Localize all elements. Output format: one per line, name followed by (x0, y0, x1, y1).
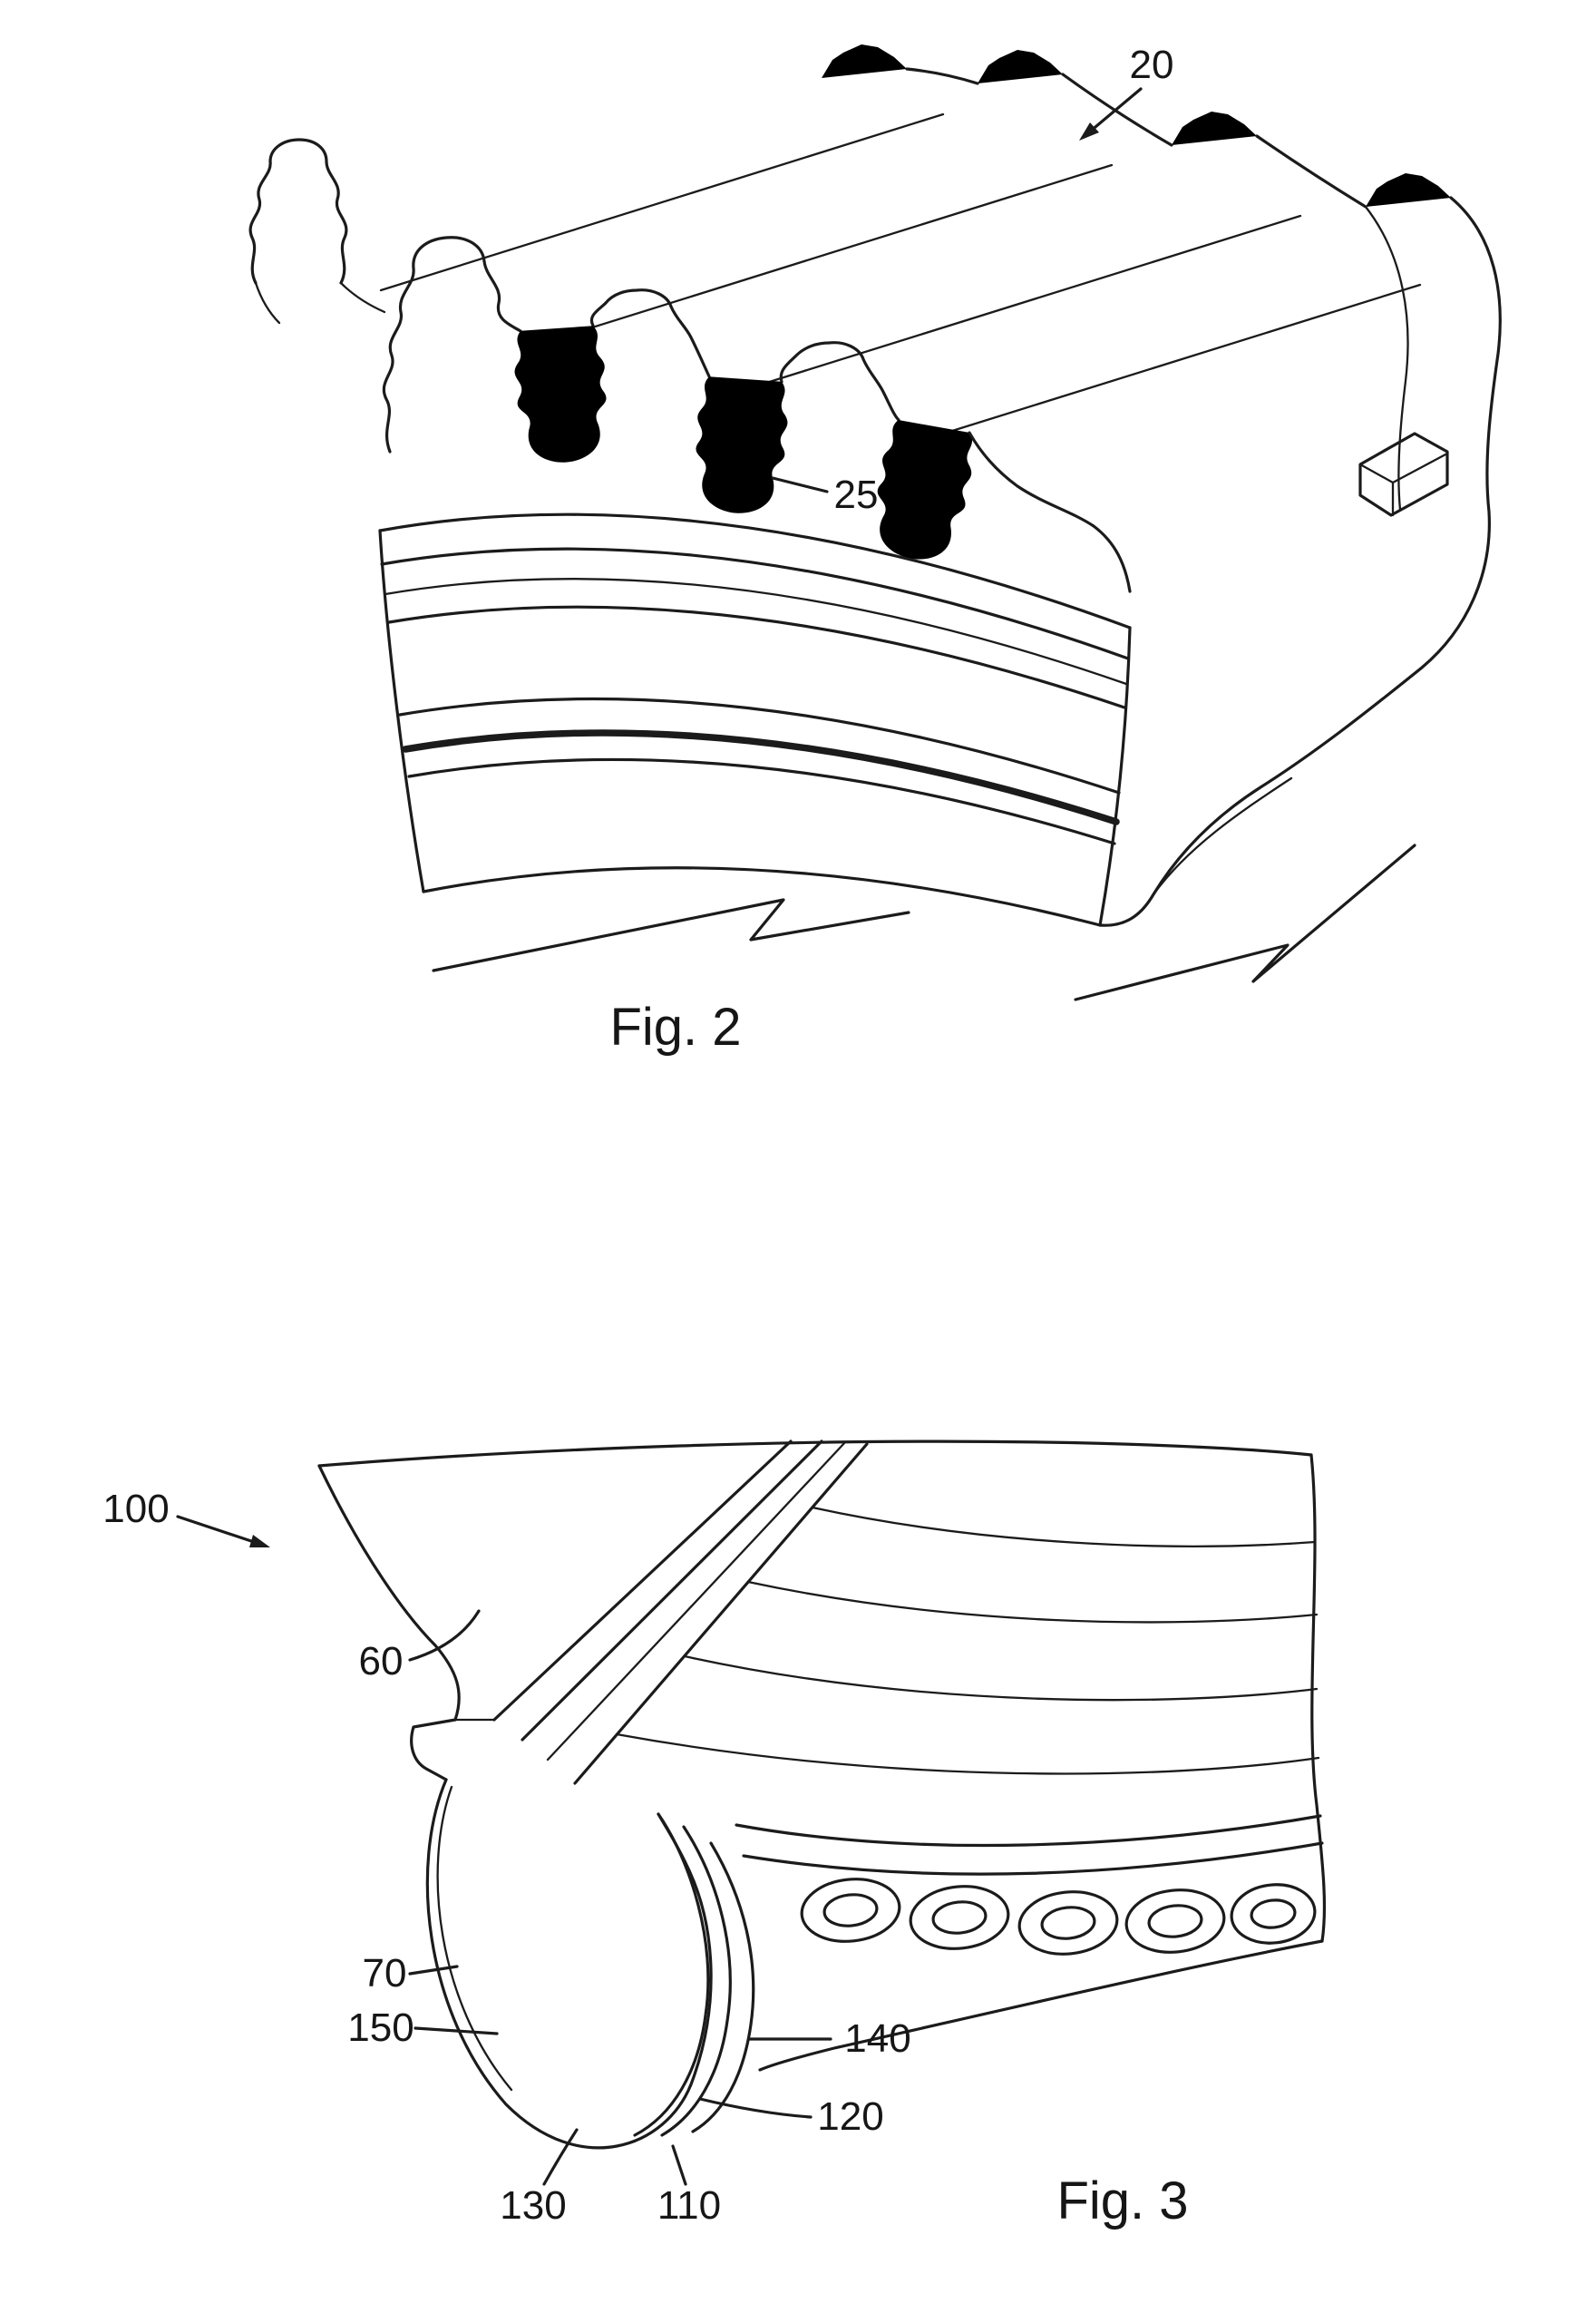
break-line (1074, 844, 1416, 1001)
side-face-outline (1098, 196, 1502, 927)
firtree-post-profile (248, 138, 348, 285)
side-tab (1358, 432, 1449, 517)
firtree-post-profile (779, 341, 900, 422)
oval-hole-outer (1017, 1890, 1119, 1956)
rim-right-edge (1098, 626, 1132, 927)
back-edge (905, 67, 979, 85)
platform-band-line (573, 1442, 869, 1785)
side-face-contour (1152, 776, 1293, 896)
oval-hole-inner (822, 1893, 879, 1927)
figure-3-annotations: 100 60 70 150 140 120 130 110 Fig. 3 (102, 1487, 1188, 2230)
ref-label-110: 110 (657, 2183, 721, 2228)
ref-label-150: 150 (347, 2005, 414, 2050)
rim-arc (387, 605, 1126, 709)
ref-label-25: 25 (834, 473, 879, 517)
slot-floor-line (379, 112, 945, 292)
platform-band-line (492, 1439, 793, 1722)
seal-layer-arc (633, 1812, 710, 2137)
leader-line-70 (408, 1965, 459, 1976)
broach-rail (609, 112, 1257, 321)
slot-floor-line (747, 214, 1302, 390)
oval-hole-outer (909, 1885, 1010, 1950)
oval-hole-inner (1040, 1906, 1096, 1940)
rim-bottom-edge (422, 866, 1102, 927)
arrowhead-100 (249, 1535, 270, 1547)
ref-label-20: 20 (1130, 43, 1174, 87)
leader-line-25 (771, 476, 829, 493)
rim-arc (378, 512, 1132, 629)
break-line (432, 898, 910, 972)
leader-line-60 (408, 1609, 481, 1662)
edge-line (254, 281, 281, 325)
top-edge (317, 1439, 1313, 1468)
figure-2-caption: Fig. 2 (609, 998, 741, 1057)
edge-line (339, 281, 386, 314)
leader-line-120 (698, 2097, 813, 2119)
oval-hole-outer (1230, 1883, 1317, 1945)
figure-3-caption: Fig. 3 (1056, 2171, 1188, 2230)
rim-arc (398, 697, 1121, 795)
left-edge (317, 1464, 461, 1722)
firtree-slot (511, 325, 611, 466)
leader-line-130 (542, 2128, 579, 2186)
side-tab-edges (1358, 452, 1449, 517)
surface-contour (746, 1580, 1319, 1624)
surface-contour (811, 1506, 1317, 1547)
rim-groove-dark (402, 729, 1120, 825)
root-lobe-inner-line (436, 1785, 513, 2092)
oval-hole-inner (1147, 1904, 1203, 1938)
right-edge (1309, 1453, 1327, 1943)
face-edge (968, 431, 1132, 593)
platform-band-line (546, 1440, 847, 1761)
surface-contour (615, 1732, 1320, 1775)
firtree-post-profile (589, 288, 711, 378)
arrowhead-20 (1079, 122, 1099, 141)
rim-arc (380, 547, 1130, 660)
broach-rail (259, 44, 907, 254)
oval-hole-row (800, 1878, 1317, 1956)
ref-label-120: 120 (817, 2094, 883, 2139)
firtree-slot (866, 418, 978, 567)
ref-label-100: 100 (102, 1487, 169, 1531)
platform-step (410, 1718, 457, 1781)
broach-rail (803, 173, 1451, 383)
leader-line-100 (176, 1515, 267, 1547)
oval-hole-outer (800, 1878, 901, 1943)
back-edge (1255, 134, 1367, 209)
root-lobe-outline (425, 1778, 713, 2150)
ref-label-60: 60 (359, 1639, 404, 1683)
seal-layer-arc (691, 1841, 755, 2133)
bottom-edge (758, 1939, 1324, 2072)
rim-arc (407, 757, 1116, 845)
slot-floor-line (936, 283, 1422, 437)
figure-2-drawing (248, 44, 1502, 1001)
side-face-contour (1364, 205, 1409, 512)
figure-2-annotations: 20 25 Fig. 2 (609, 43, 1173, 1057)
oval-hole-inner (1250, 1898, 1297, 1929)
oval-hole-outer (1124, 1888, 1226, 1954)
leader-line-110 (671, 2144, 687, 2186)
leader-line-150 (414, 2026, 499, 2035)
rim-left-edge (378, 529, 425, 893)
platform-band-line (521, 1439, 823, 1742)
figure-3-drawing (317, 1439, 1327, 2150)
firtree-slot (691, 376, 791, 517)
ref-label-130: 130 (500, 2183, 566, 2228)
rim-arc (384, 578, 1128, 686)
ref-label-140: 140 (844, 2016, 910, 2061)
ref-label-70: 70 (363, 1951, 407, 1996)
seal-layer-arc (660, 1825, 732, 2137)
arm-edge-line (735, 1814, 1322, 1848)
oval-hole-inner (931, 1900, 988, 1935)
arm-edge-line (742, 1841, 1324, 1876)
surface-contour (683, 1654, 1319, 1702)
firtree-post-profile (382, 236, 522, 454)
slot-floor-line (559, 163, 1114, 339)
